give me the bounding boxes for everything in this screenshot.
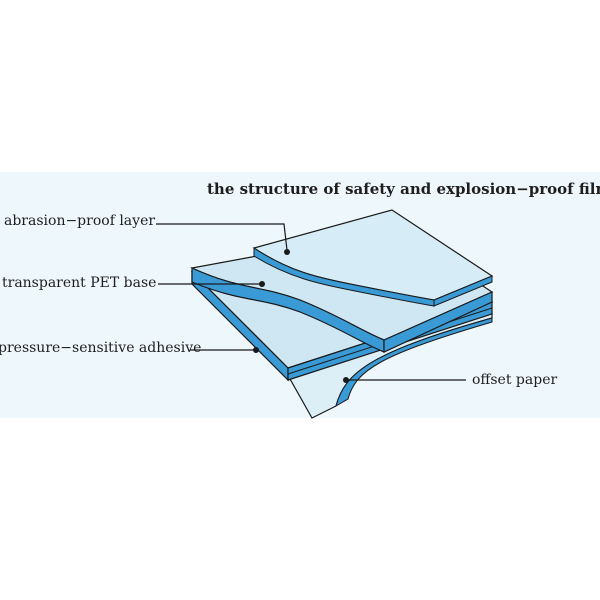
leader-dot-pet: [259, 281, 265, 287]
leader-dots: [253, 249, 349, 383]
leader-dot-abrasion: [284, 249, 290, 255]
leader-abrasion: [156, 223, 288, 251]
label-transparent-pet-base: transparent PET base: [2, 275, 157, 291]
leader-dot-psa: [253, 347, 259, 353]
diagram-title: the structure of safety and explosion−pr…: [207, 180, 600, 198]
label-offset-paper: offset paper: [472, 372, 558, 388]
abrasion-proof-layer: [252, 209, 494, 307]
leader-lines: [156, 223, 466, 381]
leader-dot-offset: [343, 377, 349, 383]
label-abrasion-proof-layer: abrasion−proof layer: [4, 213, 156, 229]
label-pressure-sensitive-adhesive: pressure−sensitive adhesive: [0, 340, 202, 356]
